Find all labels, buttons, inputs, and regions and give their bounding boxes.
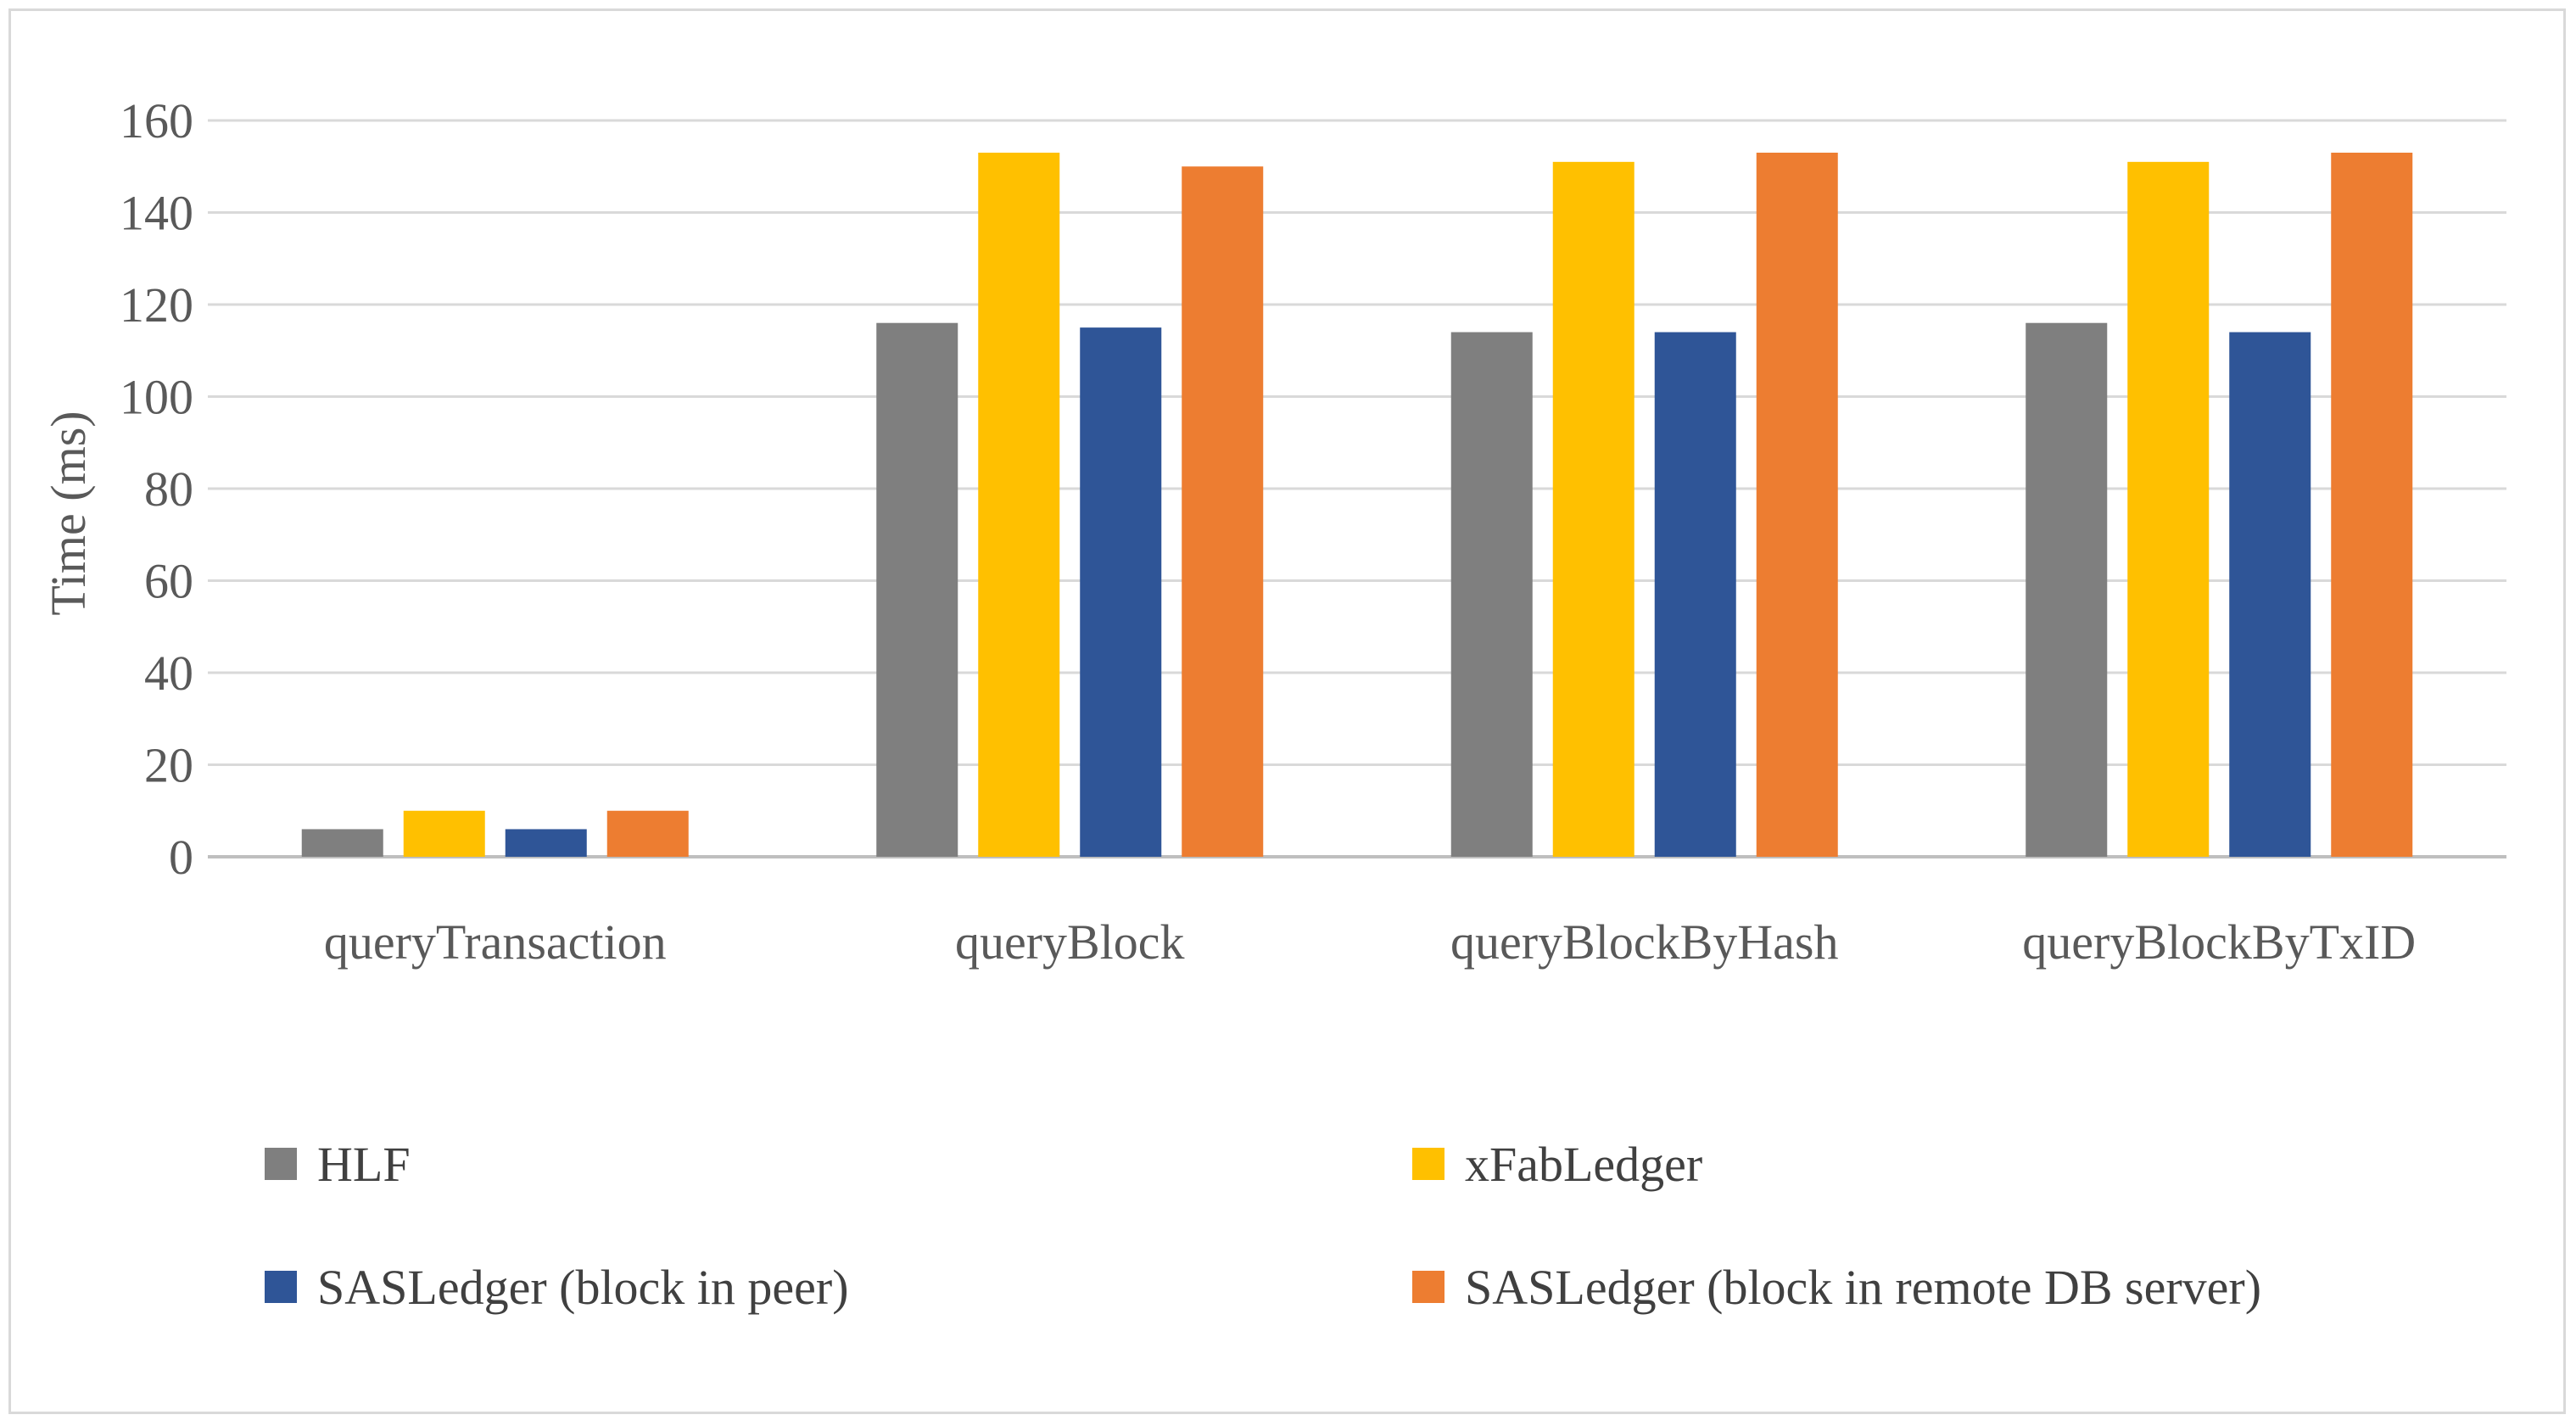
legend-label: SASLedger (block in remote DB server): [1465, 1260, 2261, 1315]
x-tick-label: queryBlock: [955, 914, 1185, 970]
bar: [978, 152, 1060, 858]
legend-swatch: [1412, 1271, 1444, 1303]
bar: [505, 829, 587, 857]
bar: [606, 810, 689, 857]
legend-label: HLF: [317, 1137, 411, 1192]
bar: [1654, 332, 1736, 857]
legend-swatch: [265, 1271, 297, 1303]
x-tick-label: queryTransaction: [324, 914, 667, 970]
bar: [2127, 161, 2210, 857]
bar: [2026, 322, 2108, 857]
bar: [1080, 327, 1162, 857]
bar: [1552, 161, 1634, 857]
bar: [2331, 152, 2413, 858]
bar: [2229, 332, 2311, 857]
bar: [403, 810, 485, 857]
bar: [301, 829, 383, 857]
legend-swatch: [265, 1148, 297, 1180]
bar: [1182, 166, 1264, 857]
x-tick-label: queryBlockByHash: [1450, 914, 1839, 970]
y-tick-label: 120: [120, 277, 193, 333]
bar: [1756, 152, 1838, 858]
y-tick-label: 100: [120, 370, 193, 425]
gridlines: [208, 119, 2506, 858]
y-tick-label: 80: [144, 461, 193, 517]
y-axis-ticks: 0 20 40 60 80 100 120 140 160: [120, 93, 193, 885]
y-tick-label: 60: [144, 554, 193, 609]
y-tick-label: 160: [120, 93, 193, 148]
x-tick-label: queryBlockByTxID: [2022, 914, 2416, 970]
bar: [1450, 332, 1533, 857]
y-tick-label: 140: [120, 186, 193, 241]
y-axis-title: Time (ms): [41, 411, 96, 615]
legend-label: xFabLedger: [1465, 1137, 1702, 1192]
y-tick-label: 20: [144, 738, 193, 793]
legend-label: SASLedger (block in peer): [317, 1260, 849, 1315]
bars: [301, 152, 2413, 858]
legend-swatch: [1412, 1148, 1444, 1180]
y-tick-label: 40: [144, 646, 193, 701]
y-tick-label: 0: [169, 830, 193, 885]
x-axis-ticks: queryTransaction queryBlock queryBlockByHa…: [324, 914, 2416, 970]
bar: [876, 322, 958, 857]
